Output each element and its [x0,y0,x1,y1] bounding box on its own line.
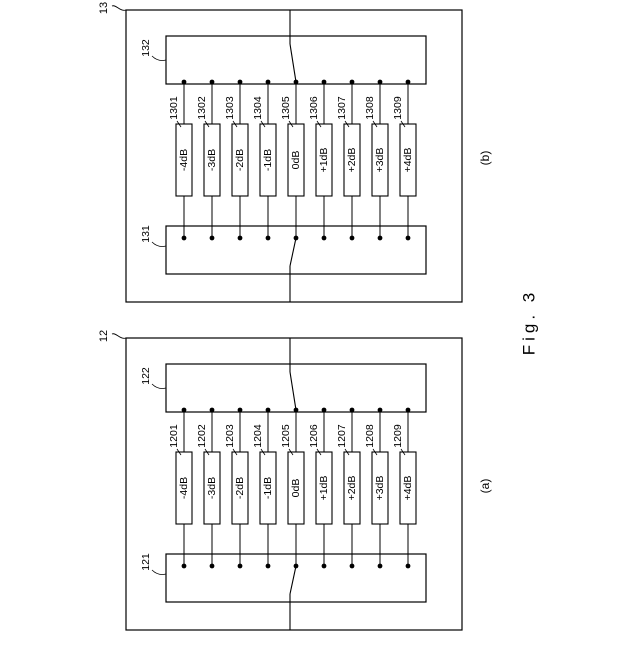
ref-leader [112,6,126,11]
switch-arm [290,44,296,82]
switch-left-label: 121 [140,553,152,571]
attenuator-ref: 1209 [392,424,404,448]
panel-caption: (b) [478,151,492,166]
attenuator-ref: 1203 [224,424,236,448]
attenuator-value: -1dB [262,149,274,171]
attenuator-value: -2dB [234,149,246,171]
ref-leader [152,242,166,247]
ref-leader [152,56,166,61]
attenuator-value: -3dB [206,477,218,499]
attenuator-ref: 1303 [224,96,236,120]
attenuator-ref: 1304 [252,96,264,120]
attenuator-value: -4dB [178,477,190,499]
attenuator-ref: 1204 [252,424,264,448]
switch-arm [290,372,296,410]
attenuator-ref: 1307 [336,96,348,120]
attenuator-ref: 1308 [364,96,376,120]
panel-a: -4dB 1201 -3dB 1202 -2dB 1203 -1dB 1204 0dB 1205 +… [98,330,492,630]
frame-label: 13 [98,2,110,14]
attenuator-value: +3dB [374,148,386,173]
attenuator-value: +2dB [346,476,358,501]
ref-leader [152,570,166,575]
switch-arm [290,566,296,594]
switch-block-right [166,36,426,84]
figure-label: Fig. 3 [519,289,538,356]
attenuator-value: -1dB [262,477,274,499]
attenuator-ref: 1201 [168,424,180,448]
attenuator-ref: 1205 [280,424,292,448]
frame-label: 12 [98,330,110,342]
ref-leader [152,384,166,389]
attenuator-ref: 1305 [280,96,292,120]
attenuator-ref: 1207 [336,424,348,448]
attenuator-value: +1dB [318,148,330,173]
attenuator-value: -2dB [234,477,246,499]
attenuator-value: 0dB [290,479,302,498]
attenuator-value: -3dB [206,149,218,171]
panel-b: -4dB 1301 -3dB 1302 -2dB 1303 -1dB 1304 0dB 1305 +… [98,2,492,302]
attenuator-value: +4dB [402,148,414,173]
attenuator-ref: 1301 [168,96,180,120]
ref-leader [112,334,126,339]
attenuator-value: +4dB [402,476,414,501]
switch-block-right [166,364,426,412]
panel-caption: (a) [478,479,492,494]
switch-left-label: 131 [140,225,152,243]
attenuator-ref: 1206 [308,424,320,448]
attenuator-value: -4dB [178,149,190,171]
attenuator-value: 0dB [290,151,302,170]
attenuator-ref: 1208 [364,424,376,448]
attenuator-value: +3dB [374,476,386,501]
switch-right-label: 122 [140,367,152,385]
switch-right-label: 132 [140,39,152,57]
attenuator-value: +2dB [346,148,358,173]
attenuator-ref: 1202 [196,424,208,448]
attenuator-ref: 1302 [196,96,208,120]
attenuator-value: +1dB [318,476,330,501]
attenuator-ref: 1309 [392,96,404,120]
switch-arm [290,238,296,266]
attenuator-ref: 1306 [308,96,320,120]
